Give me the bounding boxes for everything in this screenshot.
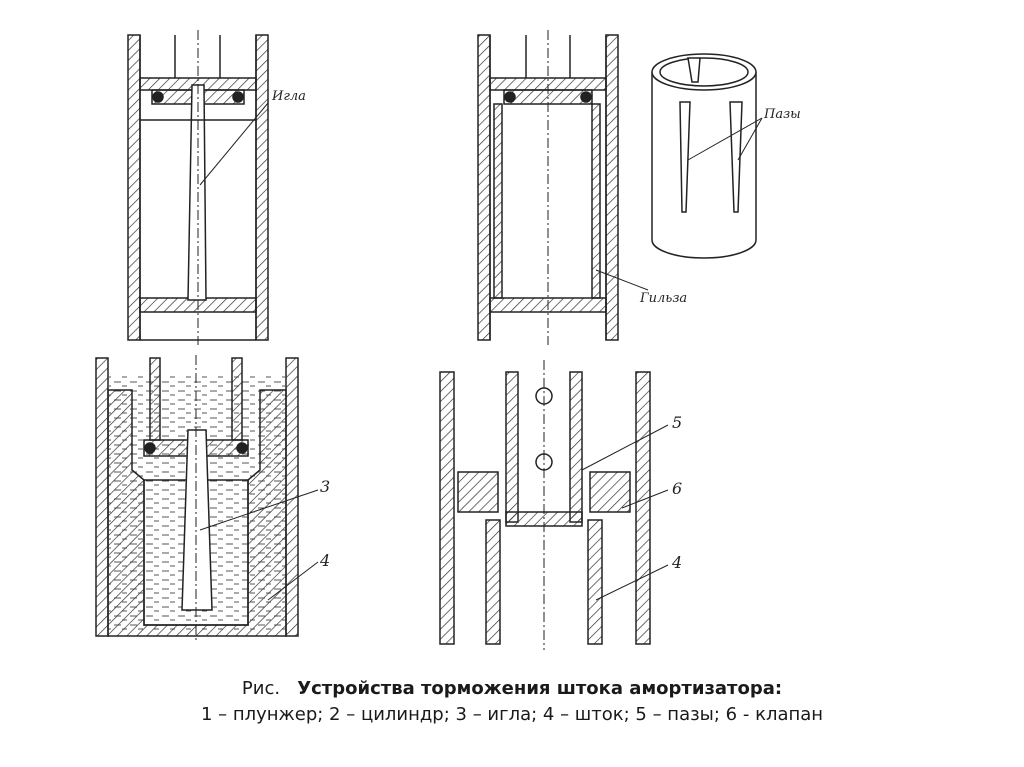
label-6: 6 xyxy=(672,479,682,498)
label-3: 3 xyxy=(320,477,330,496)
label-5: 5 xyxy=(672,413,682,432)
caption-legend: 1 – плунжер; 2 – цилиндр; 3 – игла; 4 – … xyxy=(200,704,824,725)
label-gilza: Гильза xyxy=(639,291,687,306)
slotted-plunger-figure xyxy=(439,360,669,650)
slotted-sleeve-figure xyxy=(651,53,763,259)
label-igla: Игла xyxy=(271,89,306,104)
label-4-right: 4 xyxy=(671,553,682,572)
caption-prefix: Рис. xyxy=(241,678,281,699)
caption-title-line: Рис. Устройства торможения штока амортиз… xyxy=(0,676,1024,702)
label-pazy: Пазы xyxy=(763,107,801,122)
needle-cylinder-figure xyxy=(127,30,269,345)
label-4-left: 4 xyxy=(319,551,330,570)
sleeve-cylinder-figure xyxy=(477,30,649,345)
caption-title: Устройства торможения штока амортизатора… xyxy=(297,678,783,699)
figure-caption: Рис. Устройства торможения штока амортиз… xyxy=(0,676,1024,728)
liquid-needle-figure xyxy=(95,355,319,640)
